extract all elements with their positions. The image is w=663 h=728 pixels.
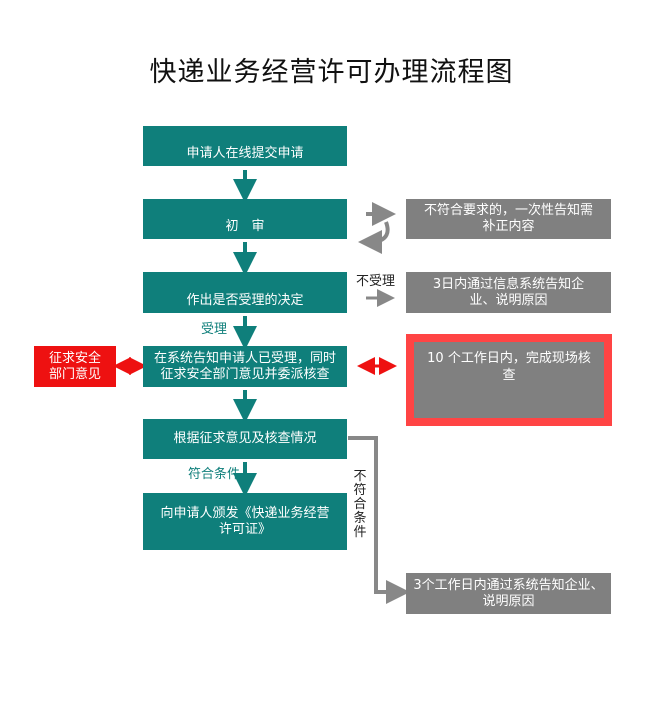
cycle-arrows-icon — [358, 202, 396, 254]
step-submit-application: 申请人在线提交申请 — [143, 126, 347, 166]
step-notify-and-inspect: 在系统告知申请人已受理，同时征求安全部门意见并委派核查 — [143, 346, 347, 387]
step-review-results: 根据征求意见及核查情况 — [143, 419, 347, 459]
arrow-not-qualified — [348, 436, 410, 604]
box-security-opinion: 征求安全部门意见 — [34, 346, 116, 387]
label-qualified: 符合条件 — [188, 467, 241, 482]
box-reject-initial: 不符合要求的，一次性告知需补正内容 — [406, 199, 611, 239]
label-not-accepted: 不受理 — [356, 274, 396, 289]
step-acceptance-decision: 作出是否受理的决定 — [143, 272, 347, 313]
box-onsite-inspection: 10 个工作日内，完成现场核查 — [406, 334, 612, 426]
step-initial-review: 初 审 — [143, 199, 347, 239]
label-not-qualified: 不符合条件 — [353, 469, 367, 540]
box-reject-final: 3个工作日内通过系统告知企业、说明原因 — [406, 573, 611, 614]
box-reject-acceptance: 3日内通过信息系统告知企业、说明原因 — [406, 272, 611, 313]
page-title: 快递业务经营许可办理流程图 — [149, 57, 514, 88]
label-accepted: 受理 — [201, 322, 228, 337]
step-issue-license: 向申请人颁发《快递业务经营许可证》 — [143, 493, 347, 550]
